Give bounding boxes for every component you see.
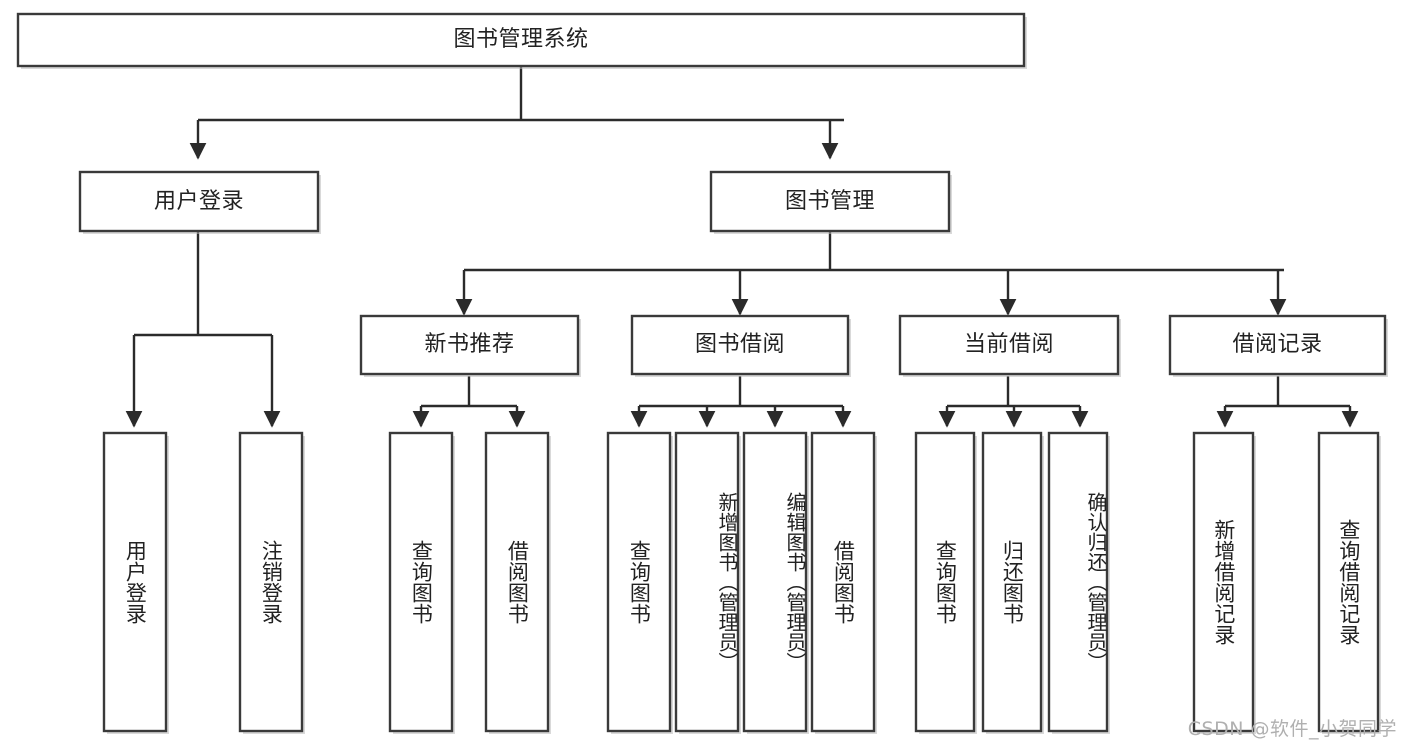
- leaf-box[interactable]: [1192, 431, 1256, 734]
- connector-userlogin-to-leaves: [125, 232, 281, 428]
- node-box-book-manage[interactable]: [709, 170, 952, 234]
- node-box-borrow-record[interactable]: [1168, 314, 1388, 377]
- connector-bookborrow-to-leaves: [630, 376, 852, 428]
- leaf-box[interactable]: [914, 431, 977, 734]
- leaf-box[interactable]: [388, 431, 455, 734]
- watermark-text: CSDN @软件_小贺同学: [1187, 718, 1397, 740]
- leaf-box[interactable]: [102, 431, 169, 734]
- connector-newbook-to-leaves: [412, 376, 526, 428]
- leaf-box[interactable]: [981, 431, 1044, 734]
- leaf-box[interactable]: [484, 431, 551, 734]
- leaf-box[interactable]: [1047, 431, 1110, 734]
- connector-borrowrecord-to-leaves: [1216, 376, 1359, 428]
- node-box-new-book-rec[interactable]: [359, 314, 581, 377]
- node-box-root[interactable]: [16, 12, 1027, 69]
- connector-currentborrow-to-leaves: [938, 376, 1089, 428]
- leaf-box[interactable]: [606, 431, 673, 734]
- leaf-box[interactable]: [238, 431, 305, 734]
- node-box-book-borrow[interactable]: [630, 314, 851, 377]
- leaf-box[interactable]: [1317, 431, 1381, 734]
- connector-root-to-level2: [189, 66, 844, 160]
- leaf-box[interactable]: [742, 431, 809, 734]
- connector-bookmanage-to-level3: [455, 232, 1287, 316]
- leaf-box[interactable]: [810, 431, 877, 734]
- node-box-current-borrow[interactable]: [898, 314, 1121, 377]
- node-box-user-login[interactable]: [78, 170, 321, 234]
- leaf-box[interactable]: [674, 431, 741, 734]
